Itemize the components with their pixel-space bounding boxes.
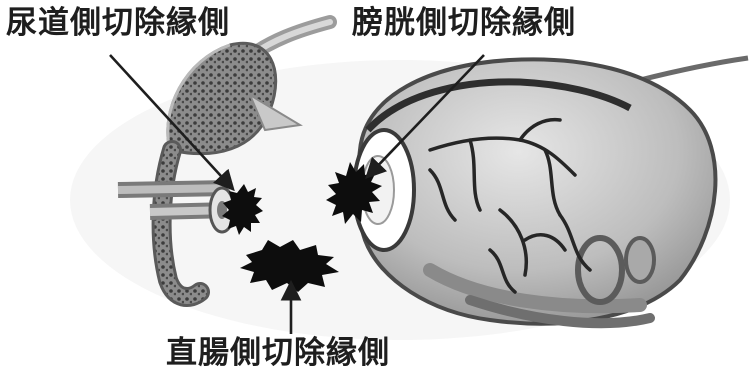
urethra-margin-label: 尿道側切除縁側 <box>6 8 230 39</box>
bladder-structure <box>354 58 748 324</box>
rectum-margin-label: 直腸側切除縁側 <box>166 338 390 369</box>
bladder-margin-label: 膀胱側切除縁側 <box>352 8 576 39</box>
